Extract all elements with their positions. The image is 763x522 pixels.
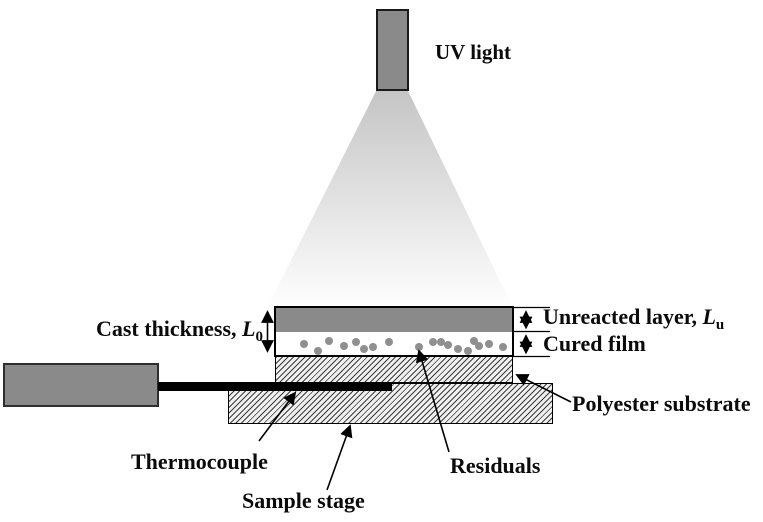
cast-film-stack <box>274 306 514 357</box>
unreacted-layer-subscript: u <box>715 317 725 333</box>
residual-dot <box>325 337 333 345</box>
thermocouple-unit <box>3 363 159 407</box>
polyester-substrate-label: Polyester substrate <box>572 391 751 416</box>
cured-film-label: Cured film <box>543 331 646 356</box>
uv-lamp <box>376 9 409 91</box>
unreacted-layer <box>276 308 512 332</box>
residual-dot <box>499 343 507 351</box>
residual-dot <box>485 340 493 348</box>
unreacted-layer-label: Unreacted layer, Lu <box>543 305 724 334</box>
residual-dot <box>464 347 472 355</box>
uv-light-label: UV light <box>435 40 512 64</box>
cast-thickness-text: Cast thickness, <box>95 316 243 341</box>
residual-dot <box>360 345 368 353</box>
thermocouple-probe <box>158 382 392 391</box>
residual-dot <box>352 338 360 346</box>
residual-dot <box>340 342 348 350</box>
residual-dot <box>454 345 462 353</box>
cast-thickness-label: Cast thickness, L0 <box>58 317 263 346</box>
residual-dot <box>475 342 483 350</box>
unreacted-layer-symbol: L <box>702 304 716 329</box>
residual-dot <box>300 340 308 348</box>
residual-dot <box>369 343 377 351</box>
residual-dot <box>314 347 322 355</box>
residuals-label: Residuals <box>450 453 541 478</box>
residual-dot <box>385 338 393 346</box>
cast-thickness-symbol: L <box>242 316 256 341</box>
cast-thickness-subscript: 0 <box>255 329 264 345</box>
thermocouple-label: Thermocouple <box>131 449 268 474</box>
residual-dot <box>415 343 423 351</box>
residual-dot <box>470 337 478 345</box>
sample-stage-label: Sample stage <box>242 488 365 513</box>
polyester-substrate-layer <box>275 356 513 383</box>
uv-light-cone <box>268 91 512 306</box>
sample-stage-pointer <box>326 424 353 491</box>
residual-dot <box>429 338 437 346</box>
unreacted-layer-text: Unreacted layer, <box>543 304 703 329</box>
cured-film-layer <box>276 332 512 355</box>
residual-dot <box>437 338 445 346</box>
residual-dot <box>444 341 452 349</box>
